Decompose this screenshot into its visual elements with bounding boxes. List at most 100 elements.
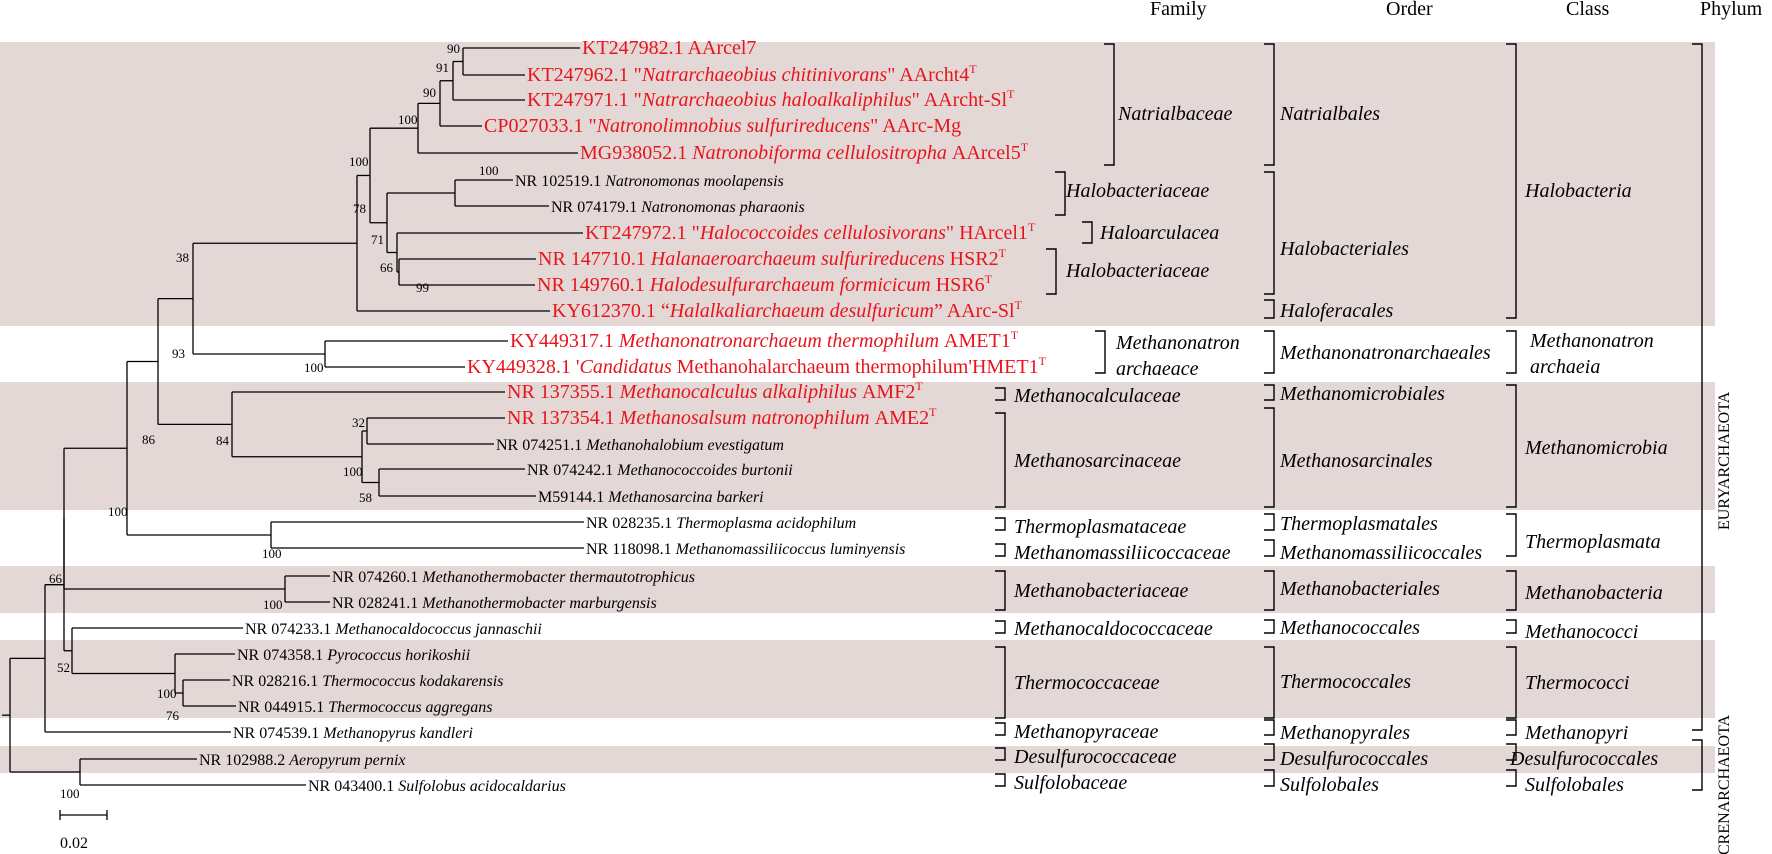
family-label-16: Sulfolobaceae <box>1014 772 1127 794</box>
order-label-11: Thermococcales <box>1280 671 1411 693</box>
order-label-2: Halobacteriales <box>1279 238 1409 260</box>
family-bracket-methanocalculaceae <box>995 387 1006 401</box>
order-label-4: Methanonatronarchaeales <box>1279 342 1491 364</box>
leaf-label-6: NR 102519.1 Natronomonas moolapensis <box>515 173 784 190</box>
bootstrap-12: 100 <box>304 360 324 375</box>
family-bracket-methanopyraceae <box>995 722 1006 736</box>
bootstrap-10: 100 <box>479 163 499 178</box>
leaf-label-10: NR 149760.1 Halodesulfurarchaeum formici… <box>537 272 993 296</box>
leaf-label-3: KT247971.1 "Natrarchaeobius haloalkaliph… <box>527 87 1015 111</box>
family-label-5: Methanonatron <box>1115 332 1240 354</box>
phylum-crenarchaeota: CRENARCHAEOTA <box>1716 715 1733 854</box>
leaf-label-25: NR 028216.1 Thermococcus kodakarensis <box>232 673 503 690</box>
bootstrap-14: 32 <box>352 415 365 430</box>
leaf-label-7: NR 074179.1 Natronomonas pharaonis <box>551 199 805 216</box>
bootstrap-20: 100 <box>262 546 282 561</box>
family-bracket-methanosarcinaceae <box>995 412 1006 508</box>
family-bracket-thermococcaceae <box>995 646 1006 719</box>
header-class: Class <box>1566 0 1610 20</box>
leaf-label-5: MG938052.1 Natronobiforma cellulositroph… <box>580 140 1029 164</box>
class-label-10: Desulfurococcales <box>1509 748 1658 770</box>
family-label-9: Thermoplasmataceae <box>1014 516 1186 538</box>
family-label-7: Methanocalculaceae <box>1013 385 1181 407</box>
order-bracket-desulfurococcales <box>1264 743 1275 761</box>
leaf-label-28: NR 102988.2 Aeropyrum pernix <box>199 752 406 769</box>
order-label-12: Methanopyrales <box>1279 722 1410 744</box>
tree-branches <box>2 47 584 786</box>
leaf-label-4: CP027033.1 "Natronolimnobius sulfuriredu… <box>484 115 961 137</box>
class-bracket-methanonatronarchaeia <box>1506 330 1517 374</box>
bootstrap-7: 71 <box>371 232 384 247</box>
scale-bar-label: 0.02 <box>60 835 88 852</box>
bootstrap-17: 84 <box>216 433 230 448</box>
family-bracket-halobacteriaceae <box>1055 171 1066 216</box>
class-bracket-thermoplasmata <box>1506 513 1517 557</box>
order-bracket-haloferacales <box>1264 299 1275 319</box>
family-bracket-halobacteriaceae-2 <box>1046 248 1057 295</box>
leaf-label-21: NR 074260.1 Methanothermobacter thermaut… <box>332 569 695 586</box>
leaf-label-8: KT247972.1 "Halococcoides cellulosivoran… <box>585 220 1036 244</box>
scale-bar: 0.02 <box>59 810 108 852</box>
leaf-label-27: NR 074539.1 Methanopyrus kandleri <box>233 725 473 742</box>
order-bracket-thermococcales <box>1264 646 1275 719</box>
family-label-8: Methanosarcinaceae <box>1013 450 1181 472</box>
bootstrap-23: 52 <box>57 660 70 675</box>
family-label-4: Halobacteriaceae <box>1065 260 1209 282</box>
band-1 <box>0 382 1715 510</box>
header-phylum: Phylum <box>1700 0 1763 20</box>
order-label-13: Desulfurococcales <box>1279 748 1428 770</box>
family-label-3: Haloarculacea <box>1099 222 1219 244</box>
order-bracket-methanomassiliicoccales <box>1264 539 1275 557</box>
class-label-9: Methanopyri <box>1524 722 1628 744</box>
bootstrap-6: 78 <box>353 201 366 216</box>
leaf-label-17: NR 074242.1 Methanococcoides burtonii <box>527 462 793 479</box>
class-label-6: Methanobacteria <box>1524 582 1663 604</box>
order-bracket-halobacteriales <box>1264 171 1275 295</box>
class-label-7: Methanococci <box>1524 621 1638 643</box>
leaf-label-22: NR 028241.1 Methanothermobacter marburge… <box>332 595 657 612</box>
class-bracket-methanococci <box>1506 619 1517 634</box>
family-bracket-thermoplasmataceae <box>995 517 1006 531</box>
order-label-7: Thermoplasmatales <box>1280 513 1438 535</box>
class-label-1: Halobacteria <box>1524 180 1632 202</box>
bootstrap-4: 100 <box>398 112 418 127</box>
order-label-3: Haloferacales <box>1279 300 1394 322</box>
order-bracket-thermoplasmatales <box>1264 513 1275 531</box>
leaf-label-19: NR 028235.1 Thermoplasma acidophilum <box>586 515 856 532</box>
order-bracket-natrialbales <box>1264 43 1275 166</box>
leaf-label-16: NR 074251.1 Methanohalobium evestigatum <box>496 437 784 454</box>
leaf-label-18: M59144.1 Methanosarcina barkeri <box>538 489 764 506</box>
bootstrap-18: 86 <box>142 432 156 447</box>
class-bracket-thermococci <box>1506 646 1517 719</box>
leaf-label-2: KT247962.1 "Natrarchaeobius chitinivoran… <box>527 62 977 86</box>
leaf-label-15: NR 137354.1 Methanosalsum natronophilum … <box>507 405 937 429</box>
family-bracket-natrialbaceae <box>1104 43 1115 166</box>
bootstrap-8: 66 <box>380 260 394 275</box>
bootstrap-5: 100 <box>349 154 369 169</box>
band-0 <box>0 42 1715 326</box>
order-label-1: Natrialbales <box>1279 103 1380 125</box>
leaf-label-23: NR 074233.1 Methanocaldococcus jannaschi… <box>245 621 542 638</box>
phylum-bracket-euryarchaeota <box>1692 43 1703 731</box>
order-bracket-sulfolobales <box>1264 769 1275 787</box>
family-bracket-methanocaldococcaceae <box>995 620 1006 634</box>
order-label-6: Methanosarcinales <box>1279 450 1433 472</box>
phylum-bracket-crenarchaeota <box>1692 739 1703 791</box>
family-bracket-methanomassiliicoccaceae <box>995 543 1006 557</box>
class-bracket-methanobacteria <box>1506 570 1517 611</box>
bootstrap-13: 93 <box>172 346 185 361</box>
bootstrap-21: 100 <box>263 597 283 612</box>
family-label-6: archaeace <box>1116 358 1199 380</box>
family-label-2: Halobacteriaceae <box>1065 180 1209 202</box>
leaf-label-24: NR 074358.1 Pyrococcus horikoshii <box>237 647 470 664</box>
class-label-11: Sulfolobales <box>1525 774 1624 796</box>
bootstrap-24: 100 <box>157 686 177 701</box>
family-label-12: Methanocaldococcaceae <box>1013 618 1213 640</box>
bootstrap-3: 90 <box>423 85 436 100</box>
family-label-10: Methanomassiliicoccaceae <box>1013 542 1231 564</box>
order-bracket-methanomicrobiales <box>1264 384 1275 401</box>
taxonomy-labels: NatrialbaceaeHalobacteriaceaeHaloarculac… <box>1013 103 1668 796</box>
order-bracket-methanobacteriales <box>1264 570 1275 611</box>
bootstrap-25: 76 <box>166 708 180 723</box>
